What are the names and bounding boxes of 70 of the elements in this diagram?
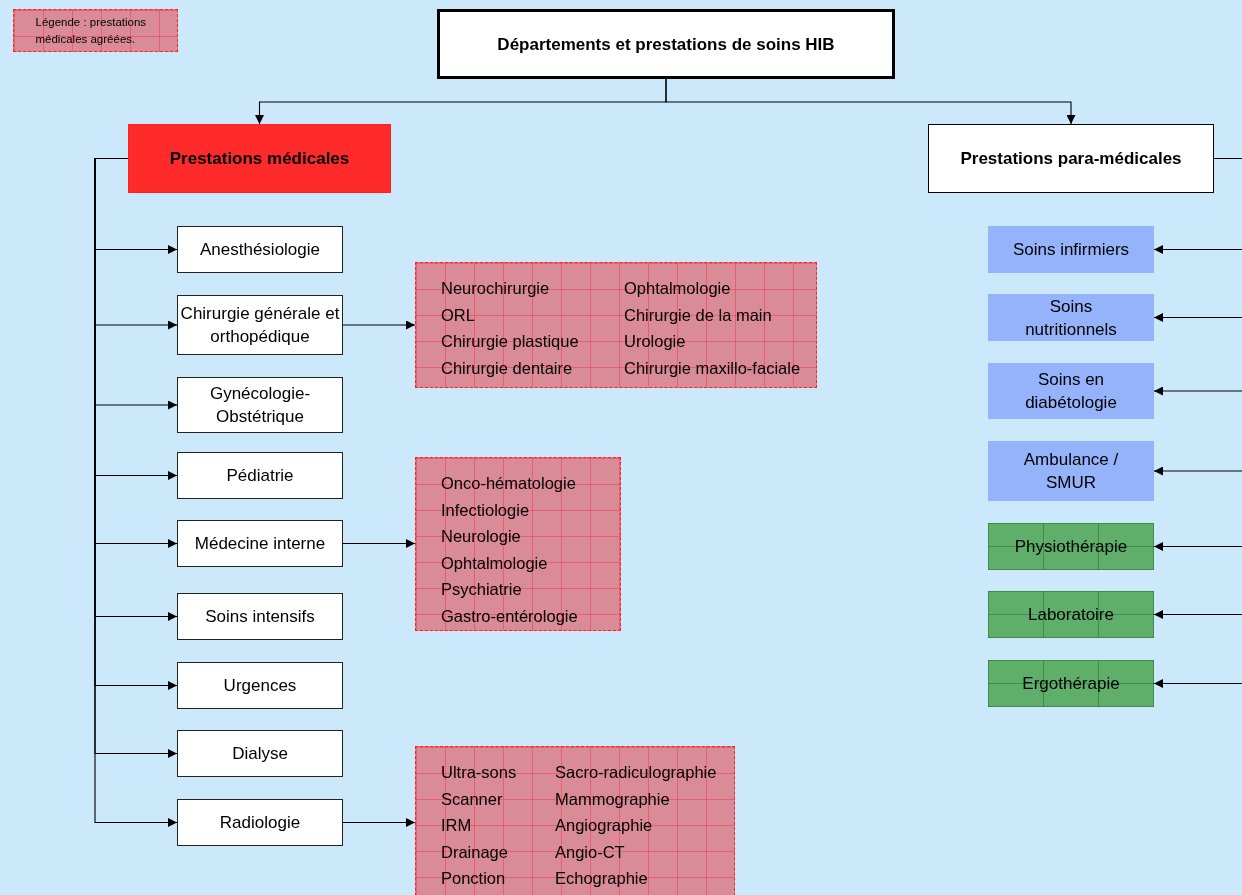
service-list-panel: [415, 457, 621, 631]
list-item: Chirurgie dentaire: [441, 357, 574, 379]
connector-arrow: [342, 320, 416, 330]
department-label: Médecine interne: [194, 533, 326, 555]
department-box: [177, 520, 343, 567]
title-text: Départements et prestations de soins HIB: [497, 33, 835, 56]
care-label: Laboratoire: [1028, 604, 1114, 626]
list-item: Scanner: [441, 788, 504, 810]
department-label: Urgences: [223, 675, 297, 697]
list-item: Chirurgie maxillo-faciale: [624, 357, 802, 379]
department-label: Pédiatrie: [226, 465, 294, 487]
department-box: [177, 452, 343, 499]
list-item: IRM: [441, 815, 473, 837]
list-item: Gastro-entérologie: [441, 605, 579, 627]
list-item: Onco-hématologie: [441, 473, 577, 494]
list-item: Psychiatrie: [441, 579, 523, 601]
department-label: Soins intensifs: [205, 606, 315, 628]
care-box: [988, 363, 1154, 419]
list-item: Sacro-radiculographie: [555, 762, 718, 783]
care-label: Ambulance / SMUR: [1022, 449, 1120, 494]
department-label: Radiologie: [219, 812, 301, 834]
care-box: [988, 523, 1154, 570]
care-label: Physiothérapie: [1014, 536, 1128, 558]
care-label: Soins en diabétologie: [1024, 369, 1118, 414]
title-box: [437, 9, 895, 79]
department-label: Anesthésiologie: [200, 239, 320, 261]
care-box: [988, 660, 1154, 707]
connector-arrow: [342, 539, 416, 548]
department-box: [177, 377, 343, 433]
list-item: Angiographie: [555, 815, 654, 837]
list-item: Angio-CT: [555, 841, 626, 863]
care-box: [988, 591, 1154, 638]
care-label: Soins nutritionnels: [1024, 295, 1118, 341]
category-label: Prestations médicales: [169, 148, 350, 170]
category-box: [128, 124, 391, 193]
department-box: [177, 295, 343, 355]
list-item: Ponction: [441, 868, 507, 890]
department-box: [177, 226, 343, 273]
care-box: [988, 226, 1154, 273]
department-box: [177, 730, 343, 777]
department-label: Gynécologie-Obstétrique: [208, 383, 312, 428]
list-item: Chirurgie de la main: [624, 304, 773, 326]
list-item: ORL: [441, 304, 476, 326]
care-box: [988, 294, 1154, 341]
list-item: Ophtalmologie: [441, 552, 549, 574]
list-item: Neurochirurgie: [441, 278, 551, 299]
list-item: Mammographie: [555, 788, 671, 810]
category-box: [928, 124, 1214, 193]
category-label: Prestations para-médicales: [960, 148, 1182, 170]
care-box: [988, 441, 1154, 501]
department-label: Dialyse: [232, 743, 288, 765]
list-item: Drainage: [441, 841, 509, 863]
connector-arrow: [665, 78, 1076, 125]
department-box: [177, 799, 343, 846]
list-item: Chirurgie plastique: [441, 331, 580, 353]
list-item: Urologie: [624, 331, 687, 353]
list-item: Ultra-sons: [441, 762, 518, 783]
list-item: Echographie: [555, 868, 649, 890]
legend-text: Légende : prestations médicales agréées.: [35, 14, 148, 47]
department-box: [177, 593, 343, 640]
department-box: [177, 662, 343, 709]
list-item: Infectiologie: [441, 499, 531, 521]
care-label: Ergothérapie: [1022, 673, 1120, 695]
connector-arrow: [342, 818, 416, 827]
list-item: Ophtalmologie: [624, 278, 732, 299]
service-list-panel: [415, 746, 735, 895]
care-label: Soins infirmiers: [1012, 239, 1130, 261]
department-label: Chirurgie générale et orthopédique: [180, 303, 340, 348]
service-list-panel: [415, 262, 817, 388]
list-item: Neurologie: [441, 526, 522, 548]
